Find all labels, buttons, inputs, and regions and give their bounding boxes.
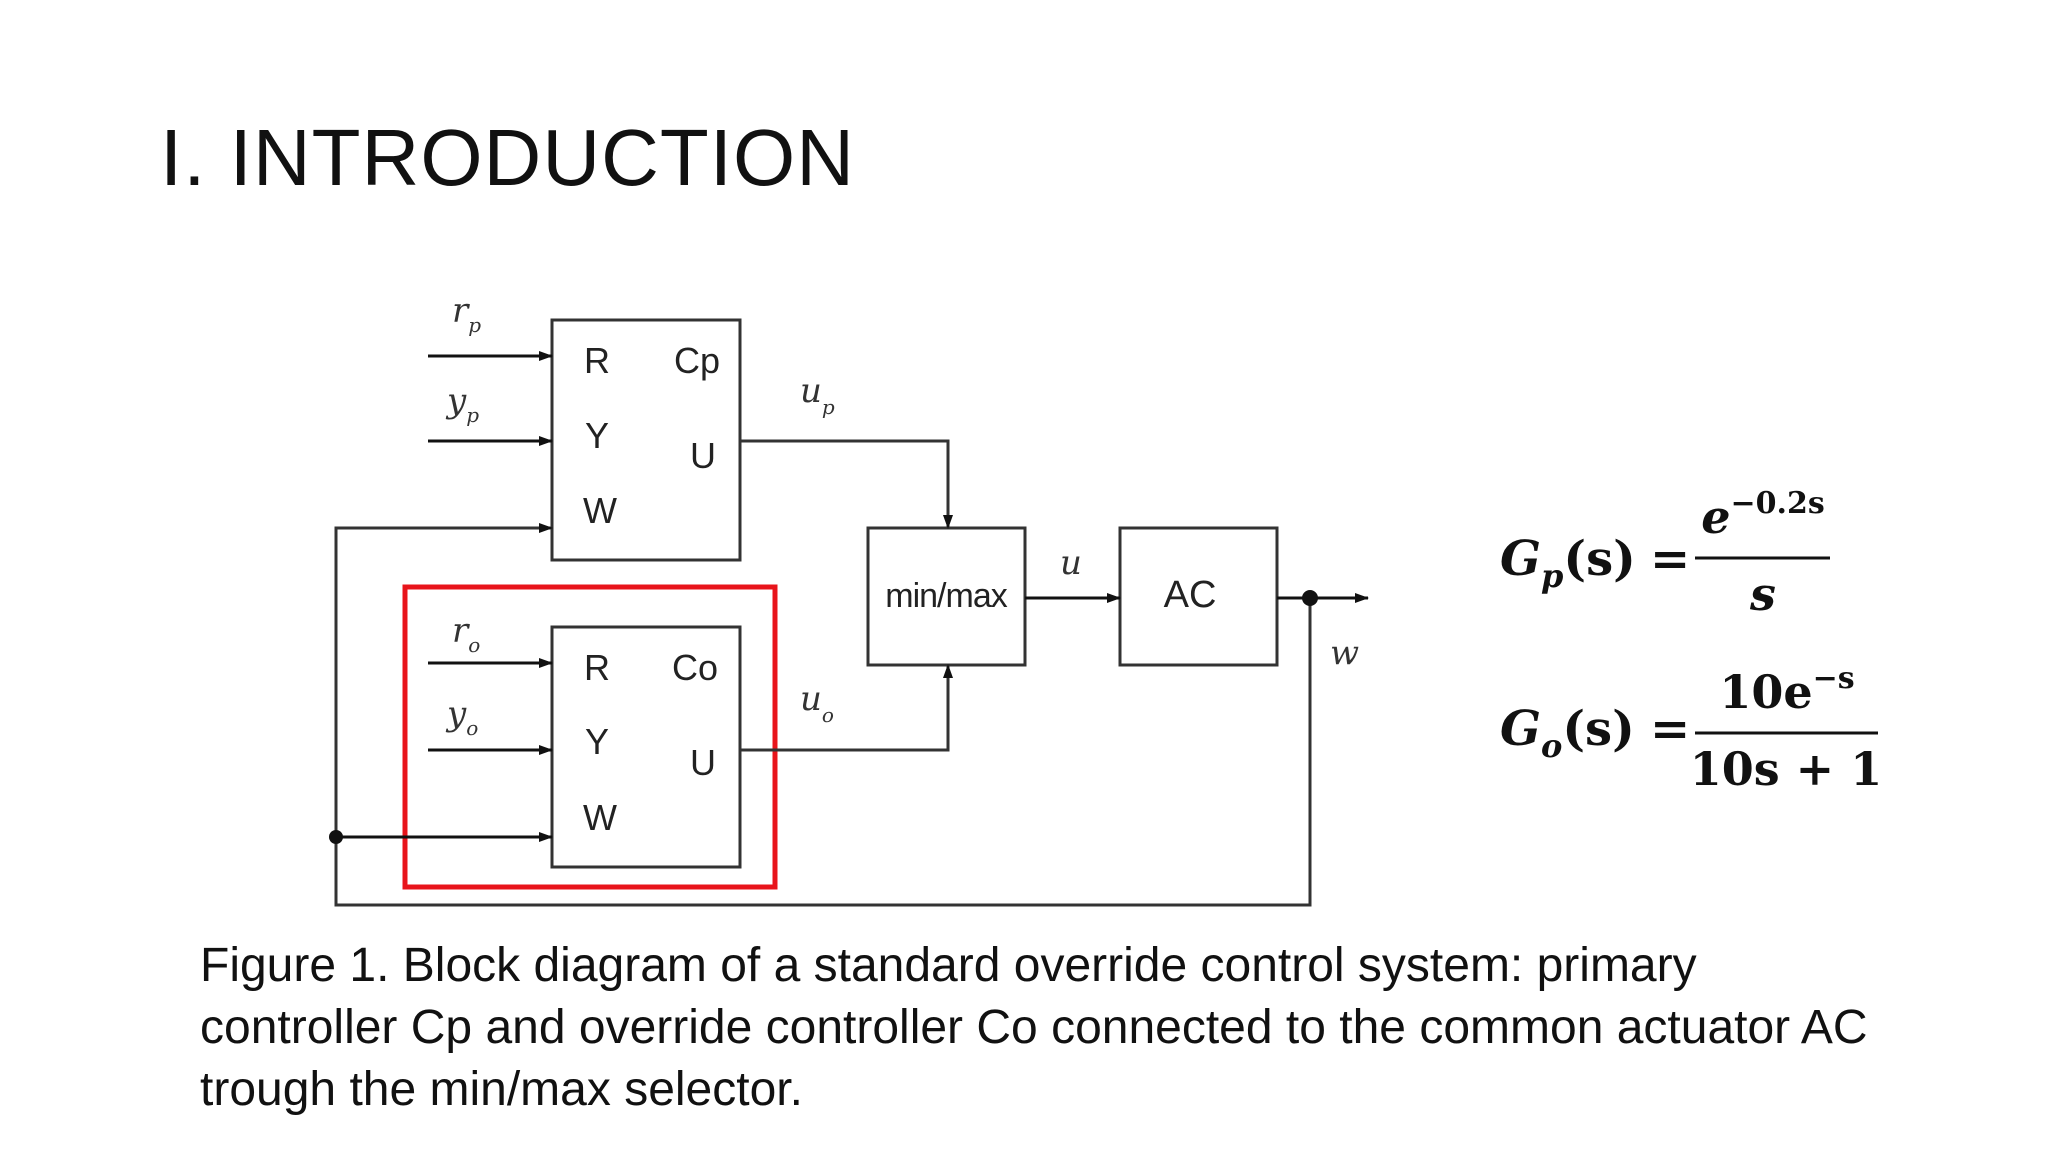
gp-equals: = [1650,531,1690,587]
feedback-branch-dot [329,830,343,844]
cp-port-u-label: U [690,435,716,476]
actuator-block [1118,526,1279,667]
up-signal-line [740,439,953,529]
uo-signal-label: uo [800,679,834,727]
override-highlight-box [402,584,778,890]
co-port-u-label: U [690,742,716,783]
co-port-r-label: R [584,647,610,688]
co-name-label: Co [672,647,718,688]
cp-port-y-label: Y [585,415,609,456]
cp-port-w-label: W [583,490,617,531]
primary-controller-block [550,318,742,562]
go-numerator: 10e−s [1719,661,1854,719]
output-branch-dot [1302,590,1318,606]
ro-signal-label: ro [452,611,480,657]
co-port-w-label: W [583,797,617,838]
u-signal-label: u [1060,543,1082,583]
min-max-selector-label: min/max [885,577,1007,615]
feedback-loop-line [334,523,1312,907]
slide-title: I. INTRODUCTION [160,113,855,202]
yp-signal-label: yp [445,381,479,427]
co-port-y-label: Y [585,721,609,762]
go-denominator: 10s + 1 [1690,742,1883,796]
cp-port-r-label: R [584,340,610,381]
rp-signal-label: rp [452,291,481,337]
cp-name-label: Cp [674,340,720,381]
gp-lhs: Gp(s) [1500,531,1636,595]
figure-caption: Figure 1. Block diagram of a standard ov… [200,939,1868,1116]
gp-numerator: e−0.2s [1701,486,1825,544]
w-signal-label: w [1330,633,1359,673]
yo-signal-label: yo [445,694,478,740]
go-lhs: Go(s) [1500,701,1635,765]
override-controller-block [550,625,742,869]
actuator-label: AC [1164,574,1217,616]
up-signal-label: up [800,371,835,419]
go-equals: = [1650,701,1690,757]
uo-signal-line [740,664,953,752]
gp-denominator: s [1749,567,1776,621]
